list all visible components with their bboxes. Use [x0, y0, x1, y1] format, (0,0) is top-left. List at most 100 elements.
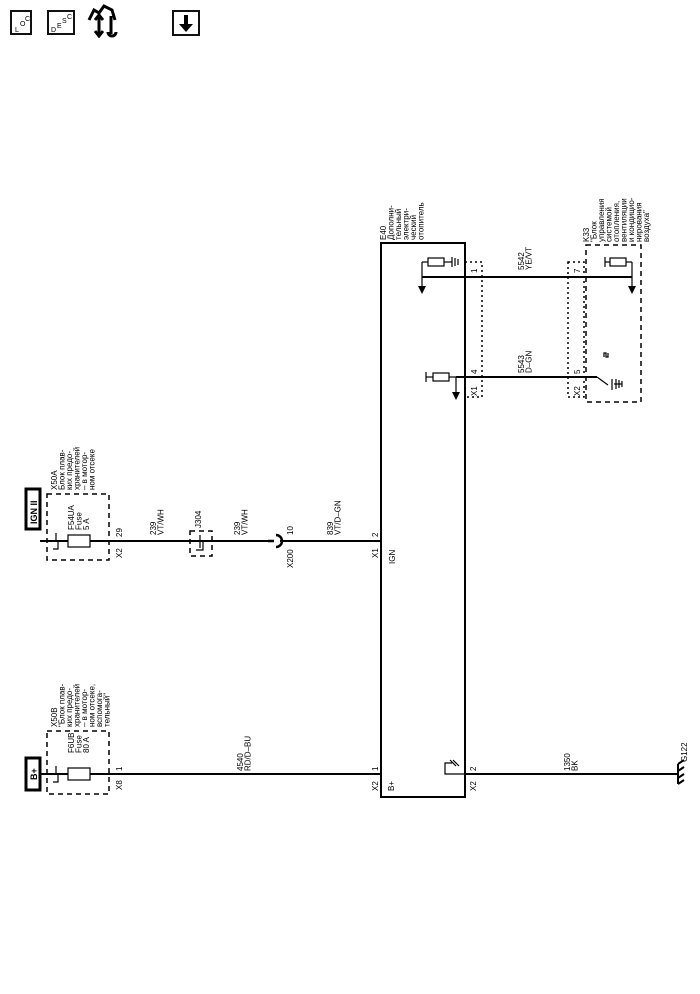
label-line: VT/WH	[241, 509, 250, 535]
wire-5542-label: 5542YE/VT	[517, 247, 534, 270]
x50b-fuse-block	[46, 730, 110, 795]
wire-1350-label: 1350BK	[563, 753, 580, 771]
x50b-label: X50B"Блок плав-ких предо-хранителей– в м…	[50, 683, 112, 727]
label-line: отопитель	[417, 202, 426, 240]
label-line: отопления,	[612, 201, 621, 242]
svg-text:L: L	[15, 27, 19, 34]
label-line: VT/D–GN	[334, 500, 343, 535]
label-line: 839	[326, 521, 335, 535]
e40-x2-right-label: X2	[469, 781, 478, 791]
svg-text:C: C	[25, 16, 30, 23]
svg-text:C: C	[67, 14, 72, 21]
x8-connector-label: X8	[115, 780, 124, 790]
label-line: электри-	[402, 208, 411, 240]
f54ua-label: F54UAFuse5 A	[67, 504, 91, 530]
k33-resistor	[604, 257, 636, 294]
wire-239b-label: 239VT/WH	[233, 509, 250, 535]
label-line: RD/D–BU	[244, 736, 253, 771]
svg-text:D: D	[51, 27, 56, 34]
label-line: 5 A	[82, 518, 91, 530]
x2-connector	[567, 261, 585, 398]
bplus-label: B+	[29, 768, 39, 780]
ground-icon	[444, 759, 465, 775]
label-line: системой	[605, 207, 614, 242]
label-line: F6UB	[67, 733, 76, 753]
label-line: VT/WH	[157, 509, 166, 535]
label-line: "Блок плав-	[58, 683, 67, 727]
x1-connector	[464, 261, 483, 398]
wire-839-label: 839VT/D–GN	[326, 500, 343, 535]
label-line: 239	[233, 521, 242, 535]
label-line: F54UA	[67, 504, 76, 530]
label-line: D–GN	[525, 351, 534, 373]
g122-ground-icon	[677, 759, 685, 785]
j304-splice-box	[189, 530, 213, 557]
label-line: 4540	[236, 753, 245, 771]
x2-pin-label: 29	[115, 528, 124, 537]
x2-pin7-label: 7	[573, 268, 582, 273]
x8-pin-label: 1	[115, 766, 124, 771]
x200-pin-label: 10	[286, 526, 295, 535]
x2-right-label: X2	[573, 386, 582, 396]
svg-text:S: S	[62, 18, 67, 25]
label-line: вентиляции	[620, 198, 629, 242]
wire-239a-label: 239VT/WH	[149, 509, 166, 535]
label-line: ческий	[409, 215, 418, 240]
label-line: "Блок	[590, 221, 599, 242]
svg-text:E: E	[57, 23, 62, 30]
x50a-fuse-block	[46, 493, 110, 561]
wire-5543-label: 5543D–GN	[517, 351, 534, 373]
bplus-power-box: B+	[24, 756, 42, 792]
label-line: и кондицио-	[627, 197, 636, 242]
fuse-f6ub-icon	[67, 767, 91, 781]
e40-heater-box	[380, 242, 466, 798]
label-line: 239	[149, 521, 158, 535]
bplus-pin-label: B+	[387, 781, 396, 791]
ign-label: IGN	[388, 550, 397, 564]
wire-4540-label: 4540RD/D–BU	[236, 736, 253, 771]
label-line: нирования	[635, 202, 644, 242]
x1-right-label: X1	[470, 386, 479, 396]
ign2-label: IGN II	[29, 500, 39, 524]
label-line: X50A	[50, 470, 59, 490]
e40-x1-pin-label: 2	[371, 532, 380, 537]
label-line: X50B	[50, 707, 59, 727]
e40-x2-pin2-label: 2	[469, 766, 478, 771]
splice-icon	[196, 535, 204, 551]
label-line: вспомога-	[95, 690, 104, 727]
fuse-tap-icon	[53, 533, 59, 550]
label-line: ном отсеке	[88, 449, 97, 490]
label-line: воздуха"	[642, 210, 651, 242]
label-line: Fuse	[75, 512, 84, 530]
label-line: управления	[597, 198, 606, 242]
label-line: ном отсеке,	[88, 684, 97, 727]
download-button[interactable]	[172, 10, 200, 36]
label-line: Дополни-	[387, 205, 396, 240]
x2-connector-label: X2	[115, 548, 124, 558]
e40-x2-pin1-label: 1	[371, 766, 380, 771]
fuse-tap-icon	[53, 766, 59, 783]
label-line: – в мотор-	[80, 689, 89, 727]
label-line: хранителей	[73, 447, 82, 490]
label-line: тельный	[394, 209, 403, 240]
loc-icon: LOC	[15, 16, 30, 34]
label-line: 80 A	[82, 736, 91, 753]
x1-pin1-label: 1	[470, 268, 479, 273]
ign2-power-box: IGN II	[24, 487, 42, 531]
k33-switch-icon	[596, 352, 623, 390]
e40-x1-label: X1	[371, 548, 380, 558]
label-line: Блок плав-	[58, 449, 67, 490]
map-tool-icon[interactable]	[86, 4, 126, 38]
down-arrow-icon	[179, 15, 193, 32]
label-line: тельный"	[103, 693, 112, 727]
label-line: BK	[571, 760, 580, 771]
fuse-f54ua-icon	[67, 534, 91, 548]
label-line: 1350	[563, 753, 572, 771]
j304-label: J304	[194, 510, 203, 528]
label-line: E40	[379, 225, 388, 240]
k33-label: K33"Блокуправлениясистемойотопления,вент…	[582, 197, 651, 242]
x200-label: X200	[286, 549, 295, 568]
